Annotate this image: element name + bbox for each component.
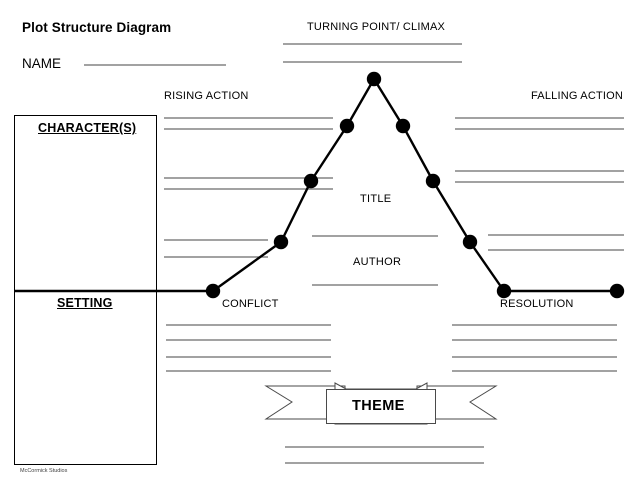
plot-point-resolution[interactable] <box>496 283 512 299</box>
characters-box-label: CHARACTER(S) <box>38 121 137 135</box>
theme-ribbon-right-tail <box>416 385 498 420</box>
theme-label: THEME <box>352 398 405 414</box>
title-field-label: TITLE <box>360 193 392 205</box>
plot-line-layer <box>14 71 625 299</box>
name-label: NAME <box>22 56 62 71</box>
conflict-label: CONFLICT <box>222 298 279 310</box>
writing-rules-layer <box>84 43 624 464</box>
characters-answer-box[interactable] <box>14 115 157 291</box>
rising-action-label: RISING ACTION <box>164 90 249 102</box>
plot-point-falling-1[interactable] <box>395 118 411 134</box>
resolution-label: RESOLUTION <box>500 298 574 310</box>
falling-action-label: FALLING ACTION <box>531 90 624 102</box>
plot-point-rising-1[interactable] <box>273 234 289 250</box>
theme-ribbon-left-tail <box>264 385 346 420</box>
page-title: Plot Structure Diagram <box>22 20 172 35</box>
plot-point-rising-3[interactable] <box>339 118 355 134</box>
theme-ribbon-center <box>326 389 436 424</box>
plot-point-end[interactable] <box>609 283 625 299</box>
theme-banner <box>264 382 498 425</box>
plot-point-conflict[interactable] <box>205 283 221 299</box>
plot-point-rising-2[interactable] <box>303 173 319 189</box>
author-field-label: AUTHOR <box>353 256 402 268</box>
plot-point-falling-2[interactable] <box>425 173 441 189</box>
plot-point-falling-3[interactable] <box>462 234 478 250</box>
turning-point-label: TURNING POINT/ CLIMAX <box>307 21 446 33</box>
plot-point-climax[interactable] <box>366 71 382 87</box>
credit-text: McCormick Studios <box>20 468 68 474</box>
setting-answer-box[interactable] <box>14 291 157 465</box>
setting-box-label: SETTING <box>57 296 113 310</box>
